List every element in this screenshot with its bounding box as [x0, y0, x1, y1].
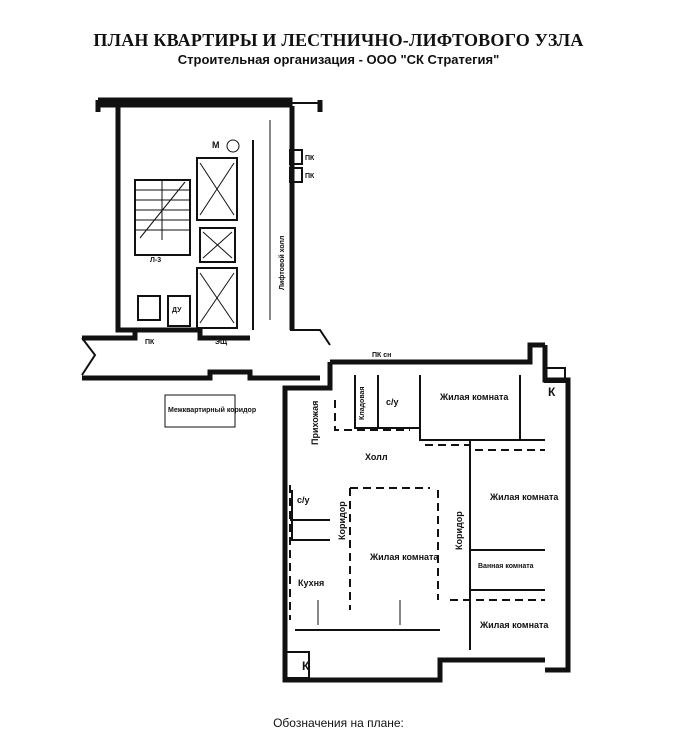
- label-living-4: Жилая комната: [479, 620, 549, 630]
- page-subtitle: Строительная организация - ООО "СК Страт…: [177, 52, 500, 67]
- label-pk-3: ПК: [145, 339, 155, 346]
- label-living-2: Жилая комната: [369, 552, 439, 562]
- label-bathroom: Ванная комната: [478, 563, 534, 570]
- label-m: М: [212, 140, 220, 150]
- label-k-2: К: [548, 385, 556, 399]
- apartment: [282, 342, 571, 683]
- label-common-corridor: Межквартирный коридор: [168, 406, 256, 414]
- page-title: ПЛАН КВАРТИРЫ И ЛЕСТНИЧНО-ЛИФТОВОГО УЗЛА: [93, 30, 584, 50]
- label-pk-2: ПК: [305, 173, 315, 180]
- label-pk-top: ПК сн: [372, 352, 391, 359]
- legend-title: Обозначения на плане:: [273, 716, 404, 730]
- label-kladovaya: Кладовая: [359, 386, 366, 420]
- label-su-2: с/у: [297, 495, 310, 505]
- label-hall: Холл: [365, 452, 388, 462]
- label-pk-1: ПК: [305, 155, 315, 162]
- label-kitchen: Кухня: [298, 578, 324, 588]
- label-koridor-2: Коридор: [454, 511, 464, 550]
- label-koridor-1: Коридор: [337, 501, 347, 540]
- label-living-3: Жилая комната: [489, 492, 559, 502]
- label-l3: Л-3: [150, 257, 161, 264]
- label-living-1: Жилая комната: [439, 392, 509, 402]
- label-su-1: с/у: [386, 397, 399, 407]
- label-lift-hall: Лифтовой холл: [278, 236, 286, 290]
- stair-lift-core: [81, 97, 331, 428]
- label-prihozhaya: Прихожая: [310, 401, 320, 445]
- label-du: ДУ: [172, 307, 182, 314]
- label-esch: ЭЩ: [215, 339, 228, 346]
- label-k-1: К: [302, 659, 310, 673]
